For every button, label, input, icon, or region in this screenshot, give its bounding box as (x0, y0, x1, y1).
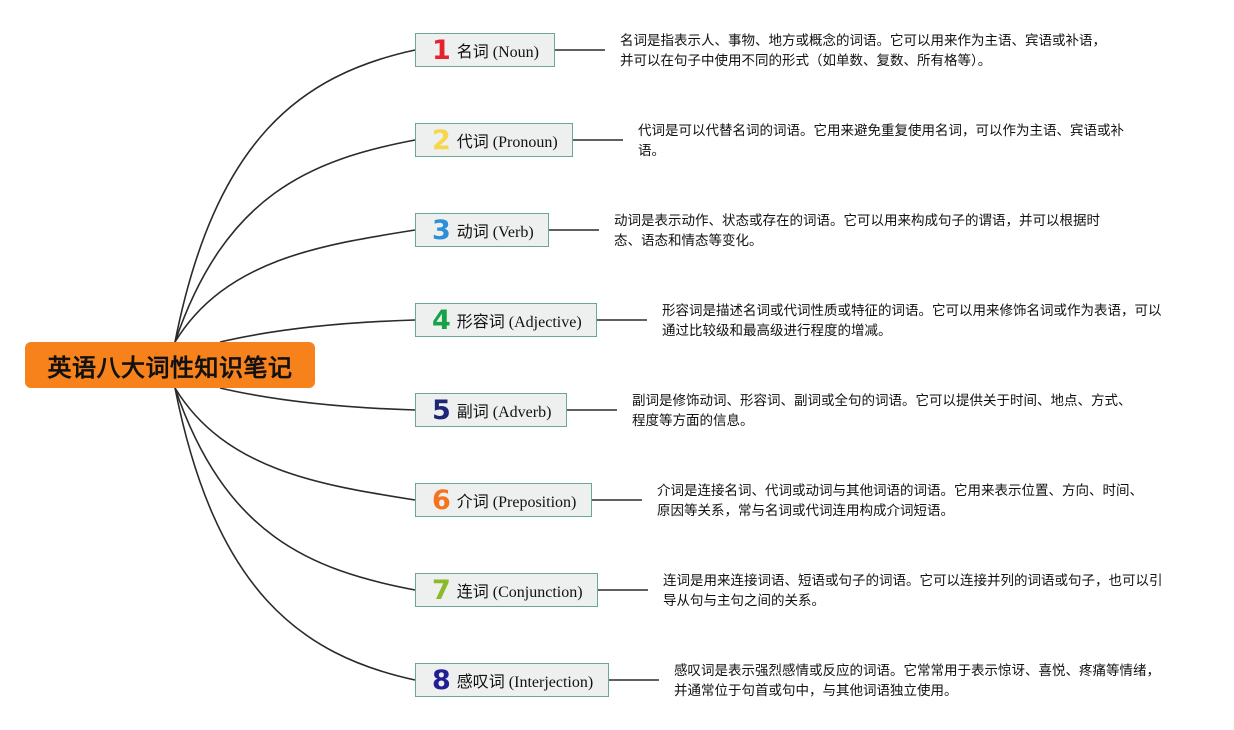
branch-conjunction[interactable]: 7 连词 (Conjunction) (415, 573, 598, 607)
branch-label: 副词 (Adverb) (456, 404, 552, 421)
root-link-7 (174, 387, 416, 591)
number-6-icon: 6 (432, 484, 451, 516)
branch-interjection[interactable]: 8 感叹词 (Interjection) (415, 663, 609, 697)
root-link-3 (174, 229, 416, 343)
branch-label: 介词 (Preposition) (456, 494, 577, 511)
root-topic[interactable]: 英语八大词性知识笔记 (25, 342, 315, 388)
branch-label: 连词 (Conjunction) (456, 584, 583, 601)
branch-preposition[interactable]: 6 介词 (Preposition) (415, 483, 592, 517)
branch-description: 连词是用来连接词语、短语或句子的词语。它可以连接并列的词语或句子，也可以引导从句… (663, 573, 1163, 609)
number-8-icon: 8 (432, 664, 451, 696)
branch-label: 名词 (Noun) (456, 44, 540, 61)
number-3-icon: 3 (432, 214, 451, 246)
branch-pronoun[interactable]: 2 代词 (Pronoun) (415, 123, 573, 157)
root-link-5 (219, 387, 416, 411)
branch-description: 代词是可以代替名词的词语。它用来避免重复使用名词，可以作为主语、宾语或补语。 (638, 123, 1124, 159)
root-link-6 (174, 387, 416, 501)
number-7-icon: 7 (432, 574, 451, 606)
root-link-1 (174, 49, 416, 343)
branch-label: 形容词 (Adjective) (456, 314, 582, 331)
branch-label: 感叹词 (Interjection) (456, 674, 594, 691)
root-link-2 (174, 139, 416, 343)
branch-description: 副词是修饰动词、形容词、副词或全句的词语。它可以提供关于时间、地点、方式、程度等… (632, 393, 1132, 429)
number-4-icon: 4 (432, 304, 451, 336)
branch-noun[interactable]: 1 名词 (Noun) (415, 33, 555, 67)
branch-adjective[interactable]: 4 形容词 (Adjective) (415, 303, 597, 337)
number-5-icon: 5 (432, 394, 451, 426)
branch-description: 形容词是描述名词或代词性质或特征的词语。它可以用来修饰名词或作为表语，可以通过比… (662, 303, 1162, 339)
root-link-8 (174, 387, 416, 681)
branch-verb[interactable]: 3 动词 (Verb) (415, 213, 549, 247)
branch-label: 动词 (Verb) (456, 224, 534, 241)
branch-label: 代词 (Pronoun) (456, 134, 558, 151)
branch-description: 感叹词是表示强烈感情或反应的词语。它常常用于表示惊讶、喜悦、疼痛等情绪，并通常位… (674, 663, 1160, 699)
number-1-icon: 1 (432, 34, 451, 66)
number-2-icon: 2 (432, 124, 451, 156)
branch-description: 介词是连接名词、代词或动词与其他词语的词语。它用来表示位置、方向、时间、原因等关… (657, 483, 1143, 519)
root-link-4 (219, 319, 416, 343)
branch-description: 动词是表示动作、状态或存在的词语。它可以用来构成句子的谓语，并可以根据时态、语态… (614, 213, 1100, 249)
branch-description: 名词是指表示人、事物、地方或概念的词语。它可以用来作为主语、宾语或补语，并可以在… (620, 33, 1106, 69)
root-title: 英语八大词性知识笔记 (47, 353, 293, 382)
branch-adverb[interactable]: 5 副词 (Adverb) (415, 393, 567, 427)
